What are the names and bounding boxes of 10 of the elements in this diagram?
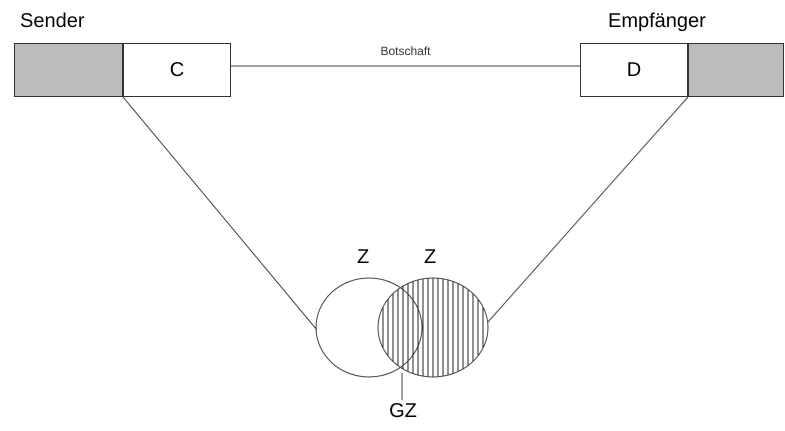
process-box: C bbox=[123, 43, 231, 97]
box-heading: Sender bbox=[20, 10, 84, 33]
box-heading: Empfänger bbox=[608, 10, 706, 33]
process-box: D bbox=[580, 43, 688, 97]
connector-line bbox=[122, 96, 318, 330]
circle-heading: Z bbox=[424, 246, 436, 269]
callout-label: GZ bbox=[388, 400, 418, 424]
connector-line bbox=[488, 96, 688, 322]
circle-heading: Z bbox=[357, 246, 370, 269]
edge-label: Botschaft bbox=[378, 44, 433, 58]
